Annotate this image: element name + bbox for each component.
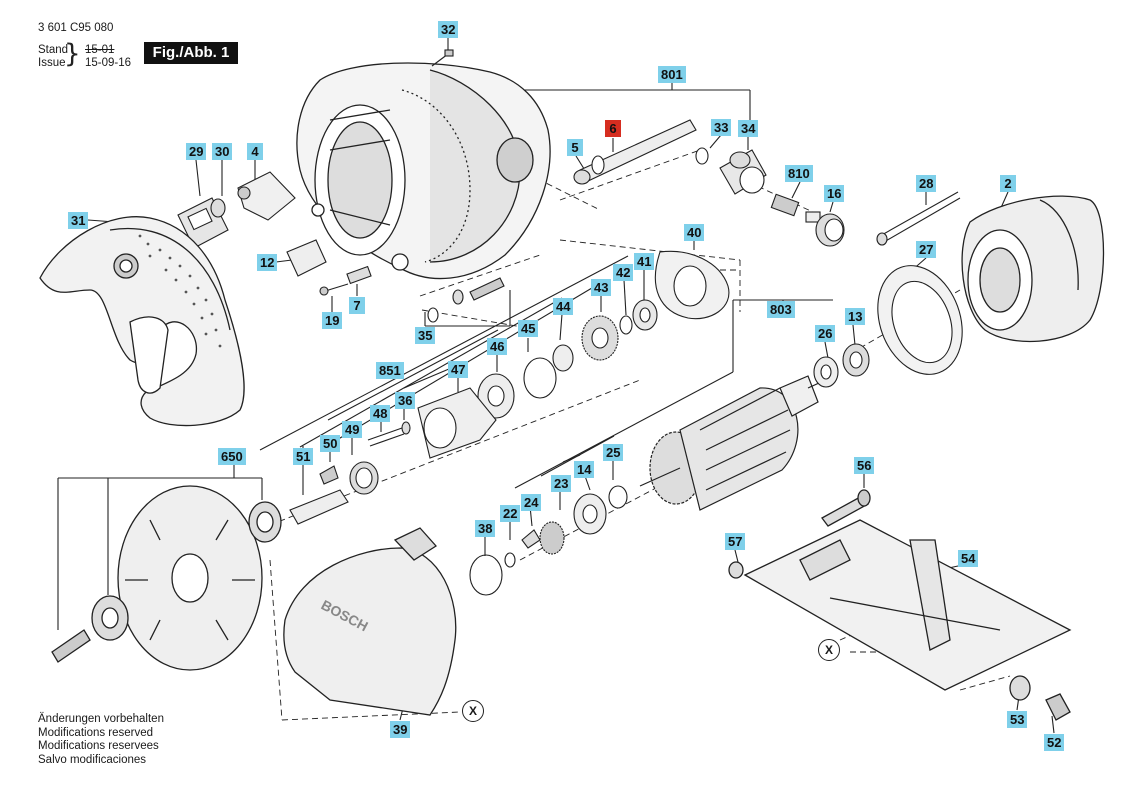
guard-39-part: BOSCH: [283, 527, 457, 716]
part-label-57: 57: [725, 533, 746, 550]
leader-lines: [57, 38, 1055, 734]
part-label-16: 16: [824, 185, 845, 202]
part-label-31: 31: [68, 212, 89, 229]
base-plate-54-part: [728, 489, 1072, 721]
part-label-32: 32: [438, 21, 459, 38]
part-label-41: 41: [634, 253, 655, 270]
part-label-52: 52: [1044, 734, 1065, 751]
part-label-35: 35: [415, 327, 436, 344]
part-label-51: 51: [293, 448, 314, 465]
document-number: 3 601 C95 080: [38, 22, 114, 34]
part-label-26: 26: [815, 325, 836, 342]
spindle-49-50-51: [289, 461, 379, 525]
switch-parts-29-30-4: [177, 171, 296, 249]
part-label-24: 24: [521, 494, 542, 511]
part-label-48: 48: [370, 405, 391, 422]
note-fr: Modifications reservees: [38, 740, 159, 752]
cross-ref-marker-left: X: [462, 700, 484, 722]
part-label-28: 28: [916, 175, 937, 192]
screws-35: [427, 277, 505, 323]
part-label-5: 5: [567, 139, 583, 156]
part-label-40: 40: [684, 224, 705, 241]
screw-48-36: [367, 421, 411, 447]
part-label-14: 14: [574, 461, 595, 478]
issue-label: Issue: [38, 57, 66, 69]
pinion-parts: [504, 485, 628, 568]
part-label-13: 13: [845, 308, 866, 325]
part-label-22: 22: [500, 505, 521, 522]
part-label-50: 50: [320, 435, 341, 452]
part-label-803: 803: [767, 301, 795, 318]
part-label-801: 801: [658, 66, 686, 83]
stand-label: Stand: [38, 44, 69, 56]
handle-dot-texture: [138, 234, 222, 348]
part-label-23: 23: [551, 475, 572, 492]
part-label-25: 25: [603, 444, 624, 461]
part-label-53: 53: [1007, 711, 1028, 728]
part-label-33: 33: [711, 119, 732, 136]
long-screw-28-part: [876, 191, 961, 246]
part-label-47: 47: [448, 361, 469, 378]
part-label-39: 39: [390, 721, 411, 738]
part-label-46: 46: [487, 338, 508, 355]
part-label-38: 38: [475, 520, 496, 537]
part-label-34: 34: [738, 120, 759, 137]
motor-housing-part: [296, 62, 551, 280]
part-label-56: 56: [854, 457, 875, 474]
note-es: Salvo modificaciones: [38, 753, 147, 766]
cap-16-part: [815, 213, 845, 247]
part-label-49: 49: [342, 421, 363, 438]
blade-650-part: [51, 485, 282, 671]
part-label-650: 650: [218, 448, 246, 465]
part-label-54: 54: [958, 550, 979, 567]
module-12-part: [286, 239, 327, 277]
part-label-45: 45: [518, 320, 539, 337]
issue-value: 15-09-16: [85, 57, 132, 69]
note-en: Modifications reserved: [38, 726, 154, 739]
part-label-4: 4: [247, 143, 263, 160]
part-label-810: 810: [785, 165, 813, 182]
stand-old-value: 15-01: [85, 44, 115, 56]
figure-badge: Fig./Abb. 1: [144, 42, 238, 64]
part-label-30: 30: [212, 143, 233, 160]
part-label-12: 12: [257, 254, 278, 271]
field-housing-2-part: [961, 195, 1105, 343]
shaft-part: [573, 119, 697, 185]
part-label-6: 6: [605, 120, 621, 137]
small-parts-7-19: [319, 265, 372, 296]
brush-810-part: [770, 193, 821, 223]
footer-notes: Änderungen vorbehalten Modifications res…: [38, 713, 164, 767]
part-label-43: 43: [591, 279, 612, 296]
gear-stack-parts: [417, 299, 658, 459]
part-label-42: 42: [613, 264, 634, 281]
brace-glyph: }: [64, 39, 81, 69]
plate-40-part: [654, 250, 730, 320]
part-label-44: 44: [553, 298, 574, 315]
baffle-27-part: [877, 265, 963, 375]
cross-ref-marker-right: X: [818, 639, 840, 661]
part-label-7: 7: [349, 297, 365, 314]
armature-803-part: [639, 375, 831, 511]
note-de: Änderungen vorbehalten: [38, 713, 164, 725]
screw-32-part: [431, 49, 454, 67]
part-label-29: 29: [186, 143, 207, 160]
part-label-27: 27: [916, 241, 937, 258]
bushing-33-34-part: [695, 147, 767, 195]
handle-31-part: [39, 216, 245, 427]
part-label-19: 19: [322, 312, 343, 329]
part-label-36: 36: [395, 392, 416, 409]
part-label-2: 2: [1000, 175, 1016, 192]
part-label-851: 851: [376, 362, 404, 379]
ring-38-part: [469, 554, 503, 596]
bearings-26-13: [813, 343, 870, 388]
